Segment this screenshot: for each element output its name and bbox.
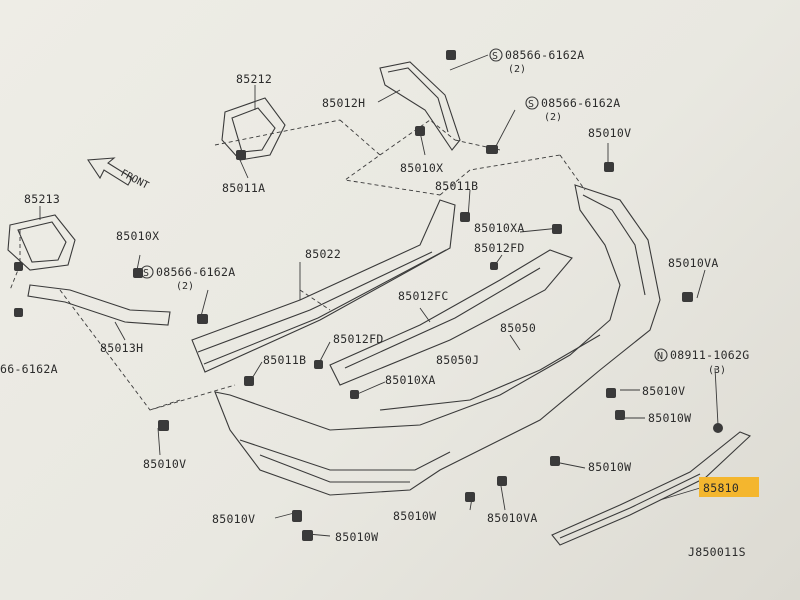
- label-85011B-top: 85011B: [435, 179, 478, 193]
- label-85013H: 85013H: [100, 341, 143, 355]
- label-85010XA-mid: 85010XA: [385, 373, 436, 387]
- bolt-callout-4: 66-6162A: [0, 362, 58, 376]
- highlight-85810: [699, 477, 759, 497]
- svg-text:08566-6162A: 08566-6162A: [505, 48, 584, 62]
- label-85212: 85212: [236, 72, 272, 86]
- svg-text:S: S: [143, 268, 149, 279]
- svg-text:(2): (2): [176, 281, 194, 292]
- svg-text:08911-1062G: 08911-1062G: [670, 348, 749, 362]
- label-85012FC: 85012FC: [398, 289, 449, 303]
- bracket-85213: [7, 206, 76, 271]
- svg-text:08566-6162A: 08566-6162A: [541, 96, 620, 110]
- svg-text:66-6162A: 66-6162A: [0, 362, 58, 376]
- svg-text:S: S: [492, 51, 498, 62]
- label-85010W-b2: 85010W: [335, 530, 378, 544]
- label-85050J: 85050J: [436, 353, 479, 367]
- nut-callout: N 08911-1062G (3): [654, 348, 749, 376]
- fasteners: [14, 50, 723, 541]
- bolt-callout-3: S 08566-6162A (2): [140, 265, 235, 292]
- label-85010V-b: 85010V: [212, 512, 255, 526]
- front-label: FRONT: [119, 168, 151, 192]
- label-85010V-r1: 85010V: [588, 126, 631, 140]
- label-85012FD-mid: 85012FD: [333, 332, 384, 346]
- label-85010XA-top: 85010XA: [474, 221, 525, 235]
- svg-text:(3): (3): [708, 365, 726, 376]
- label-85012FD-top: 85012FD: [474, 241, 525, 255]
- label-85050: 85050: [500, 321, 536, 335]
- retainer-85012H: [377, 61, 461, 151]
- svg-text:08566-6162A: 08566-6162A: [156, 265, 235, 279]
- svg-text:(2): (2): [508, 64, 526, 75]
- svg-text:S: S: [528, 99, 534, 110]
- bracket-85212: [221, 85, 286, 161]
- bolt-callout-2: S 08566-6162A (2): [525, 96, 620, 123]
- label-85010VA-b: 85010VA: [487, 511, 538, 525]
- label-85010W-b1: 85010W: [588, 460, 631, 474]
- label-85810: 85810: [703, 481, 739, 495]
- front-arrow-icon: [87, 157, 133, 186]
- label-85011B-mid: 85011B: [263, 353, 306, 367]
- reinforcement-85022: [191, 199, 456, 373]
- label-85012H: 85012H: [322, 96, 365, 110]
- label-85011A: 85011A: [222, 181, 265, 195]
- label-85010V-r2: 85010V: [642, 384, 685, 398]
- label-85213: 85213: [24, 192, 60, 206]
- label-85010VA-r: 85010VA: [668, 256, 719, 270]
- label-85022: 85022: [305, 247, 341, 261]
- bumper-fascia-85050: [214, 184, 661, 496]
- bolt-callout-1: S 08566-6162A (2): [489, 48, 584, 75]
- svg-text:(2): (2): [544, 112, 562, 123]
- label-85010V-l: 85010V: [143, 457, 186, 471]
- leader-lines: [136, 54, 719, 537]
- label-85010X-left: 85010X: [116, 229, 159, 243]
- label-85010X-top: 85010X: [400, 161, 443, 175]
- label-85010W-b3: 85010W: [393, 509, 436, 523]
- retainer-85013H: [27, 284, 171, 341]
- molding-85810: [551, 431, 752, 546]
- svg-text:N: N: [657, 351, 663, 362]
- label-85010W-r1: 85010W: [648, 411, 691, 425]
- diagram-id: J850011S: [688, 545, 746, 559]
- absorber-85012FC: [329, 249, 573, 386]
